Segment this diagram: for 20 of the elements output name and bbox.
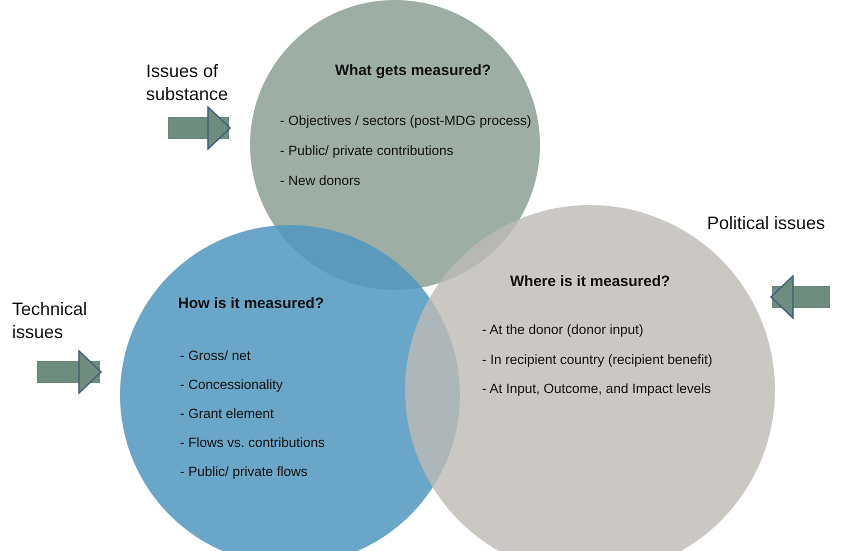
list-item: - Grant element — [180, 406, 274, 421]
list-item: - Objectives / sectors (post-MDG process) — [280, 113, 532, 128]
list-item: - In recipient country (recipient benefit) — [482, 352, 712, 366]
block-arrow — [168, 106, 231, 150]
list-item: - Gross/ net — [180, 348, 251, 363]
list-item: - Flows vs. contributions — [180, 435, 325, 450]
circle-heading: How is it measured? — [178, 295, 324, 312]
issue-label: Issues of substance — [146, 60, 230, 105]
list-item: - At Input, Outcome, and Impact levels — [482, 381, 711, 396]
list-item: - Public/ private flows — [180, 464, 308, 479]
list-item: - Public/ private contributions — [280, 143, 454, 158]
list-item: - Concessionality — [180, 377, 283, 392]
circle-heading: Where is it measured? — [510, 273, 670, 290]
issue-label: Technical issues — [12, 298, 88, 343]
issue-label: Political issues — [707, 212, 826, 234]
list-item: - At the donor (donor input) — [482, 322, 644, 337]
circle-heading: What gets measured? — [335, 62, 491, 79]
block-arrow — [770, 275, 830, 319]
list-item: - New donors — [280, 173, 360, 188]
block-arrow — [37, 350, 102, 394]
